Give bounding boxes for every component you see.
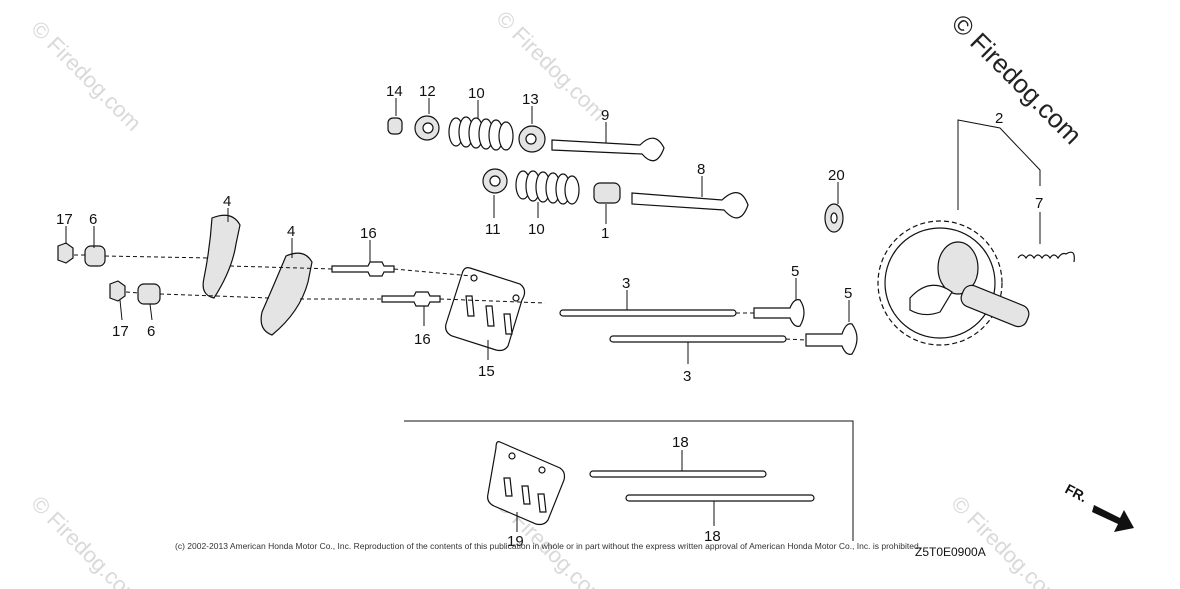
callout-18-upper: 18 bbox=[672, 434, 689, 451]
camshaft-components bbox=[877, 220, 1075, 346]
part-10-spring-lower bbox=[515, 170, 580, 205]
part-5-lifter-upper bbox=[753, 299, 805, 327]
callout-6-top: 6 bbox=[89, 211, 97, 228]
part-14-cap bbox=[387, 117, 403, 135]
part-6-pivot-top bbox=[84, 245, 106, 267]
callout-17-top: 17 bbox=[56, 211, 73, 228]
part-2-camshaft-arm bbox=[909, 284, 953, 316]
leader-2-7 bbox=[957, 119, 1041, 210]
callout-8: 8 bbox=[697, 161, 705, 178]
watermark-bottom-right: © Firedog.com bbox=[946, 491, 1066, 589]
fr-arrow-icon bbox=[1092, 505, 1134, 532]
part-5-lifter-lower bbox=[805, 323, 858, 355]
callout-20: 20 bbox=[828, 167, 845, 184]
part-3-push-rod-upper bbox=[559, 309, 737, 317]
part-19-slot-1 bbox=[503, 477, 513, 497]
part-15-slot-3 bbox=[503, 313, 513, 335]
part-10-spring-top bbox=[448, 116, 514, 151]
part-2-camshaft-hub bbox=[937, 241, 979, 295]
push-rod-components bbox=[559, 299, 858, 355]
callout-2: 2 bbox=[995, 110, 1003, 127]
callout-labels: 1 2 3 3 4 4 5 5 6 6 7 8 9 10 10 11 12 13… bbox=[56, 83, 1043, 550]
callout-14: 14 bbox=[386, 83, 403, 100]
part-13-seal-hole bbox=[525, 133, 537, 145]
part-17-nut-bottom bbox=[109, 280, 126, 302]
part-15-slot-2 bbox=[485, 305, 495, 327]
front-direction-indicator: FR. bbox=[1063, 481, 1134, 532]
part-19-hole-2 bbox=[538, 466, 546, 474]
leader-lines bbox=[65, 98, 1041, 532]
callout-3-lower: 3 bbox=[683, 368, 691, 385]
part-1-rotator bbox=[593, 182, 621, 204]
kit-box-border bbox=[404, 420, 854, 541]
callout-17-bottom: 17 bbox=[112, 323, 129, 340]
part-12-retainer-hole bbox=[422, 122, 434, 134]
alternate-kit bbox=[404, 420, 854, 541]
callout-7: 7 bbox=[1035, 195, 1043, 212]
part-15-slot-1 bbox=[465, 295, 475, 317]
part-2-camshaft-shaft bbox=[960, 284, 1030, 328]
callout-10-top: 10 bbox=[468, 85, 485, 102]
callout-15: 15 bbox=[478, 363, 495, 380]
callout-18-lower: 18 bbox=[704, 528, 721, 545]
watermark-top-center: © Firedog.com bbox=[491, 6, 611, 126]
part-11-retainer-hole bbox=[489, 175, 501, 187]
part-4-rocker-arm-2 bbox=[260, 252, 313, 336]
callout-13: 13 bbox=[522, 91, 539, 108]
part-3-push-rod-lower bbox=[609, 335, 787, 343]
callout-4-right: 4 bbox=[287, 223, 295, 240]
part-17-nut-top bbox=[57, 242, 74, 264]
fr-label: FR. bbox=[1063, 481, 1090, 506]
callout-10-lower: 10 bbox=[528, 221, 545, 238]
part-15-guide-plate bbox=[445, 267, 526, 352]
part-15-hole-1 bbox=[470, 274, 478, 282]
part-7-spring bbox=[1017, 251, 1075, 263]
callout-5-upper: 5 bbox=[791, 263, 799, 280]
callout-5-lower: 5 bbox=[844, 285, 852, 302]
part-16-stud-top bbox=[331, 261, 395, 277]
assembly-lines bbox=[74, 254, 807, 341]
part-18-push-rod-upper bbox=[589, 470, 767, 478]
callout-3-upper: 3 bbox=[622, 275, 630, 292]
callout-6-bottom: 6 bbox=[147, 323, 155, 340]
part-2-camshaft-gear bbox=[884, 227, 996, 339]
part-4-rocker-arm-1 bbox=[202, 214, 241, 299]
part-19-slot-3 bbox=[537, 493, 547, 513]
part-15-hole-2 bbox=[512, 294, 520, 302]
copyright-notice: (c) 2002-2013 American Honda Motor Co., … bbox=[175, 541, 922, 551]
callout-16-top: 16 bbox=[360, 225, 377, 242]
rocker-components bbox=[57, 214, 526, 352]
callout-19: 19 bbox=[507, 533, 524, 550]
callout-12: 12 bbox=[419, 83, 436, 100]
watermark-bottom-left: © Firedog.com bbox=[26, 491, 146, 589]
callout-1: 1 bbox=[601, 225, 609, 242]
part-9-valve bbox=[551, 137, 665, 162]
callout-11: 11 bbox=[485, 221, 501, 238]
part-20-washer-hole bbox=[830, 212, 838, 224]
part-19-hole-1 bbox=[508, 452, 516, 460]
callout-4-left: 4 bbox=[223, 193, 231, 210]
part-16-stud-bottom bbox=[381, 291, 441, 307]
drawing-code: Z5T0E0900A bbox=[915, 545, 986, 559]
callout-16-bottom: 16 bbox=[414, 331, 431, 348]
part-6-pivot-bottom bbox=[137, 283, 161, 305]
part-19-slot-2 bbox=[521, 485, 531, 505]
watermark-top-left: © Firedog.com bbox=[26, 16, 146, 136]
valve-components bbox=[387, 115, 844, 233]
callout-9: 9 bbox=[601, 107, 609, 124]
part-8-valve bbox=[631, 192, 749, 219]
watermark-brand: © Firedog.com bbox=[946, 8, 1088, 150]
part-18-push-rod-lower bbox=[625, 494, 815, 502]
